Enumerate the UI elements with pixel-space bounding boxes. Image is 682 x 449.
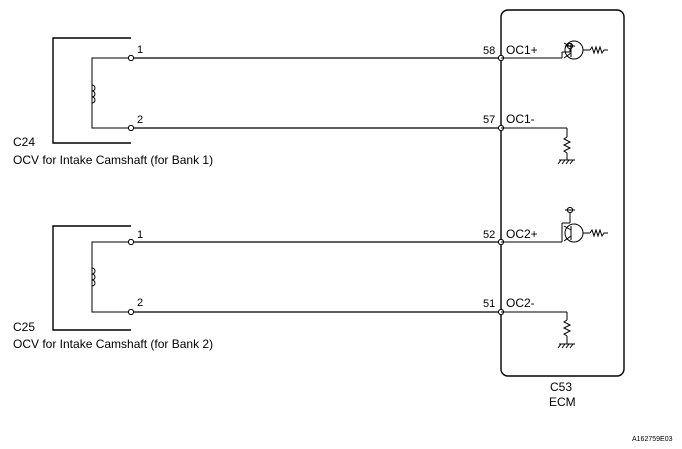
ocv-bank1-pin1-label: 1 — [137, 44, 143, 56]
ecm-pin52-label: 52 — [483, 229, 495, 241]
ecm-code: C53 — [550, 380, 572, 394]
ocv-bank1-pin2-node — [127, 124, 135, 132]
ocv-bank2-pin2-label: 2 — [137, 297, 143, 309]
ecm-oc2-driver-transistor-icon — [501, 206, 608, 243]
ecm-oc2-minus-label: OC2- — [506, 296, 535, 310]
ocv-bank1-name: OCV for Intake Camshaft (for Bank 1) — [13, 153, 213, 167]
ecm-oc1-minus-label: OC1- — [506, 112, 535, 126]
ecm-oc2-plus-label: OC2+ — [506, 227, 538, 241]
ocv-bank1-pin2-label: 2 — [137, 114, 143, 126]
ocv-bank1-housing — [52, 37, 131, 144]
ocv-bank2-internal-wire — [91, 241, 131, 313]
ecm-housing — [500, 9, 625, 377]
ecm-oc1-plus-label: OC1+ — [506, 43, 538, 57]
ocv-bank2-name: OCV for Intake Camshaft (for Bank 2) — [13, 337, 213, 351]
ocv-bank2-pin2-node — [127, 308, 135, 316]
ecm-oc1-driver-transistor-icon — [501, 40, 608, 60]
figure-id: A162759E03 — [632, 436, 673, 443]
ecm-oc2-ground-resistor-icon — [501, 311, 575, 349]
ocv-bank1-code: C24 — [13, 135, 35, 149]
ecm: 58 57 52 51 OC1+ OC1- OC2+ OC2- — [483, 9, 625, 409]
ecm-pin51-label: 51 — [483, 298, 495, 310]
ocv-bank2-coil-icon — [91, 267, 96, 287]
ecm-name: ECM — [549, 395, 576, 409]
ocv-bank2-pin1-node — [127, 238, 135, 246]
ocv-bank1-internal-wire — [91, 57, 131, 129]
ocv-bank1-coil-icon — [91, 84, 96, 104]
ocv-bank1: 1 2 C24 OCV for Intake Camshaft (for Ban… — [13, 37, 213, 167]
ocv-bank2-housing — [52, 225, 131, 331]
ecm-pin58-label: 58 — [483, 45, 495, 57]
ocv-bank2-code: C25 — [13, 320, 35, 334]
ocv-bank1-pin1-node — [127, 54, 135, 62]
ocv-bank2-pin1-label: 1 — [137, 229, 143, 241]
ecm-oc1-ground-resistor-icon — [501, 127, 575, 165]
ecm-pin57-label: 57 — [483, 114, 495, 126]
ocv-bank2: 1 2 C25 OCV for Intake Camshaft (for Ban… — [13, 225, 213, 351]
